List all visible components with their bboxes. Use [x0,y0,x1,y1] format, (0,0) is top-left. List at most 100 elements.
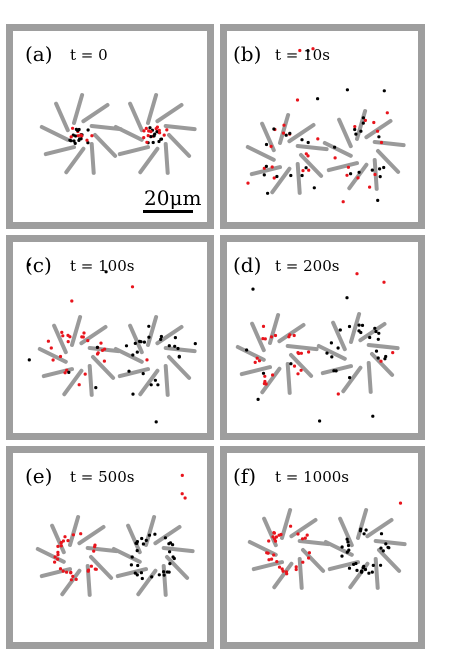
panel-b: (b) t = 10s [220,24,425,229]
time-label: t = 10s [275,46,330,64]
particle [152,134,156,138]
rotor-blade [128,101,144,133]
rotor-blade [77,525,106,546]
particle [304,152,308,156]
particle [99,341,103,345]
particle [333,156,337,160]
particle [157,139,161,144]
rotor-blade [322,141,353,158]
particle [353,127,357,132]
particle [94,567,98,571]
particle [77,383,81,387]
particle [304,166,308,170]
particle [267,539,271,543]
panel-drawing [245,47,406,204]
particle [162,573,166,577]
rotor-blade [370,352,395,377]
particle [379,563,383,567]
rotor-blade [301,548,326,573]
particle [288,131,292,135]
particle [93,543,97,547]
particle [363,118,367,122]
rotor-blade [289,518,318,539]
particle [90,134,94,138]
particle [289,173,293,178]
particle [382,280,386,284]
rotor-blade [376,149,401,174]
particle [296,532,300,536]
particle [56,557,60,561]
particle [362,532,366,536]
time-label: t = 100s [70,257,135,275]
particle [354,132,358,136]
particle [362,564,366,568]
rotor-right [323,508,407,590]
particle [73,141,77,145]
particle [167,344,171,348]
particle [86,569,90,573]
particle [100,348,105,352]
rotor-blade [89,555,114,580]
particle [183,496,187,500]
rotor-blade [285,344,319,352]
particle [300,173,304,178]
particle [149,383,153,387]
particle [294,567,298,572]
particle [66,333,70,337]
particle [130,285,135,289]
rotor-blade [62,368,84,397]
particle [281,131,286,135]
particle [158,131,162,135]
particle [367,571,371,575]
particle [92,549,96,553]
particle [53,560,57,564]
rotor-blade [146,93,159,125]
rotor-left [235,313,319,395]
rotor-right [113,93,197,175]
particle [373,326,377,330]
rotor-blade [163,124,197,132]
panel-drawing [247,501,407,590]
rotor-blade [349,312,362,344]
rotor-blade [249,165,282,177]
rotor-blade [89,142,96,175]
particle [360,323,365,327]
rotor-blade [373,539,407,547]
rotor-blade [260,366,282,395]
rotor-blade [64,146,86,175]
particle [265,551,269,555]
rotor-blade [126,523,142,555]
rotor-blade [39,125,70,142]
particle [371,563,375,567]
particle [142,136,146,140]
particle [376,356,380,360]
particle [284,570,288,574]
particle [145,358,149,362]
particle [71,126,75,130]
particle [156,383,160,387]
particle [180,492,184,496]
particle [360,569,364,573]
particle [383,357,387,361]
rotor-blade [43,145,76,157]
particle [151,140,155,145]
particle [306,49,310,53]
rotor-blade [285,362,292,395]
particle [69,578,73,582]
particle [307,168,311,172]
particle [376,198,380,202]
particle [261,324,266,328]
particle [368,335,372,340]
particle [157,573,161,577]
particle [357,323,361,327]
particle [176,346,180,351]
particle [318,419,322,423]
rotor-blade [341,365,363,394]
rotor-blade [87,364,94,397]
particle [27,263,31,267]
particle [150,575,154,579]
particle [277,565,282,569]
rotor-blade [364,119,393,140]
particle [69,571,73,575]
particle [345,537,349,541]
